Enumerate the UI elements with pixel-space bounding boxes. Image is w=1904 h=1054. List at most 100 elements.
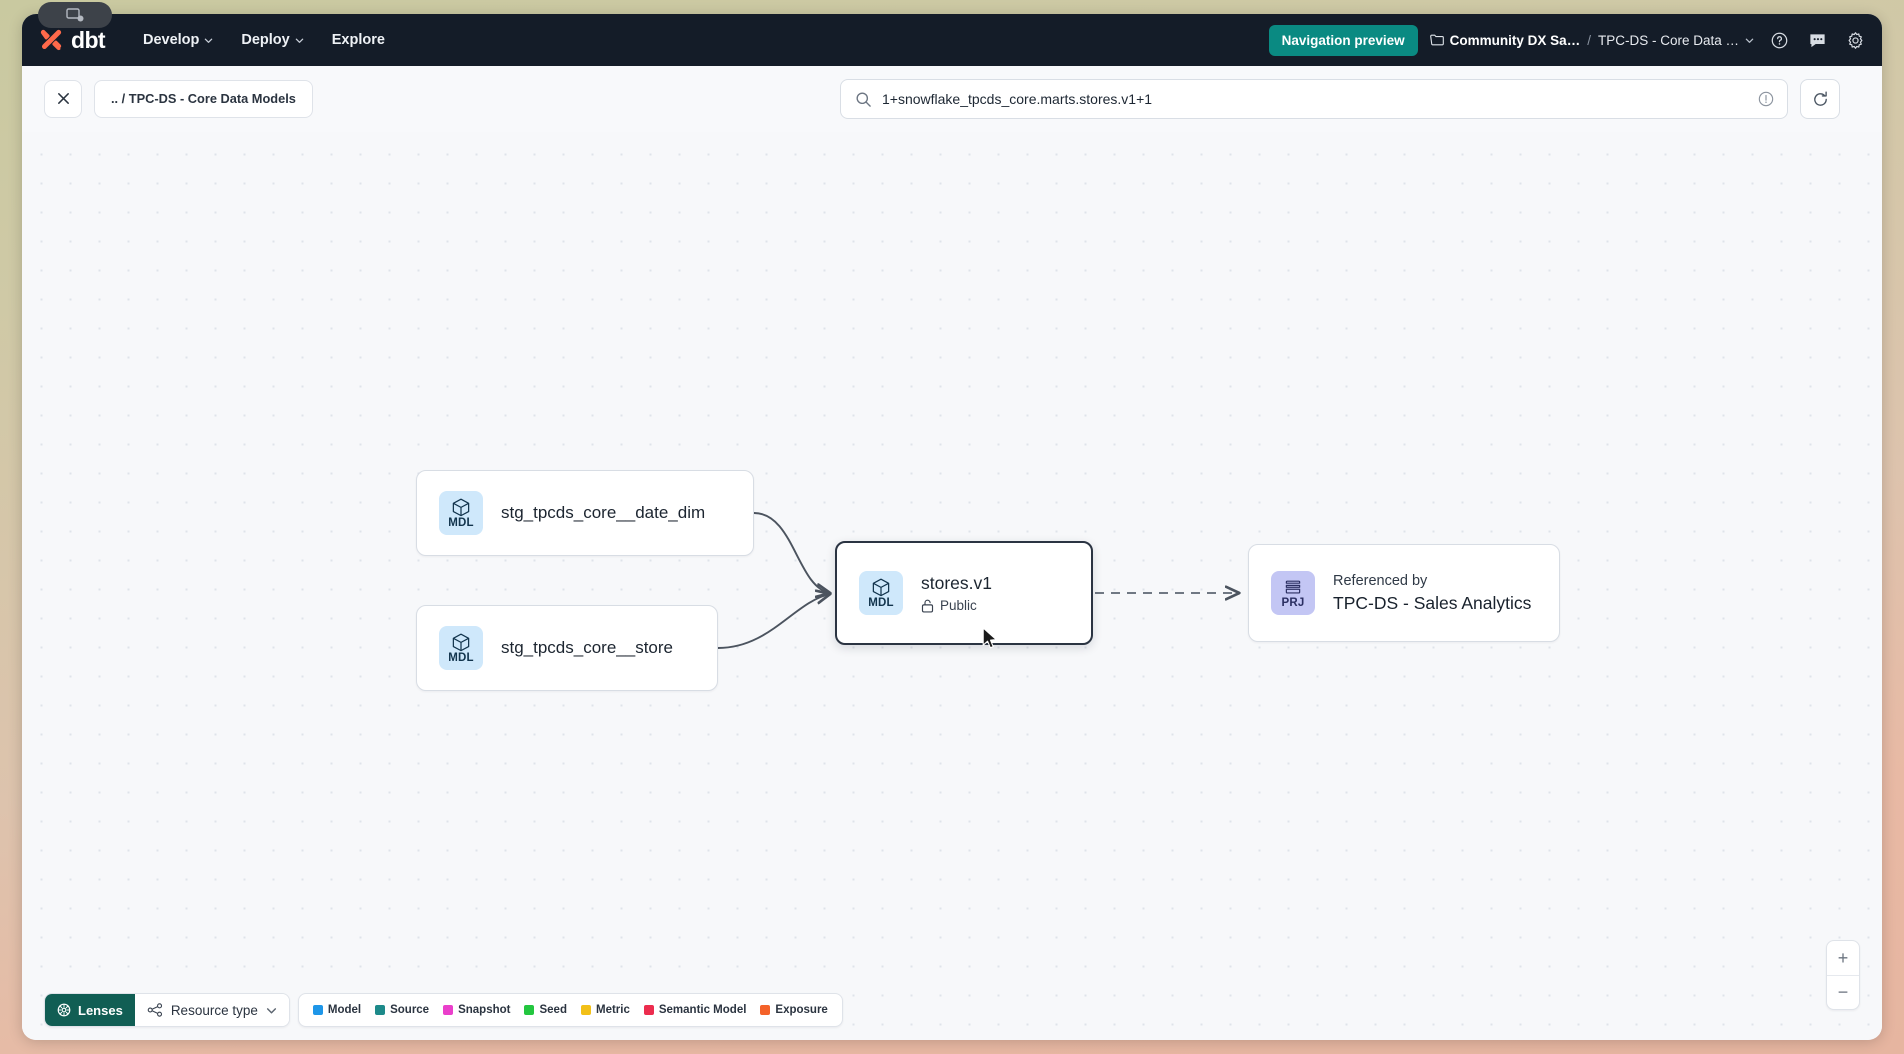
recording-indicator-pill[interactable] xyxy=(38,2,112,28)
lineage-bottom-bar: Lenses Resource type xyxy=(22,940,1882,1040)
zoom-in-button[interactable]: + xyxy=(1837,947,1849,968)
legend-item-source[interactable]: Source xyxy=(375,1004,429,1016)
lineage-toolbar: .. / TPC-DS - Core Data Models xyxy=(22,66,1882,132)
node-kicker: Referenced by xyxy=(1333,572,1428,589)
close-icon xyxy=(57,93,69,104)
node-access-badge: Public xyxy=(921,598,992,613)
help-icon[interactable] xyxy=(1766,27,1792,53)
node-stg-tpcds-core-date-dim[interactable]: MDL stg_tpcds_core__date_dim xyxy=(416,470,754,556)
primary-nav-links: Develop Deploy Explore xyxy=(133,25,395,55)
breadcrumb-path-chip[interactable]: .. / TPC-DS - Core Data Models xyxy=(94,79,313,118)
legend-item-seed[interactable]: Seed xyxy=(524,1004,567,1016)
chevron-down-icon xyxy=(295,38,304,43)
legend-swatch xyxy=(643,1005,654,1015)
legend-label: Model xyxy=(327,1004,362,1016)
legend-label: Metric xyxy=(595,1004,630,1016)
legend-swatch xyxy=(760,1005,771,1015)
lineage-edges xyxy=(717,512,1882,649)
lineage-search-box[interactable] xyxy=(840,79,1788,119)
legend-item-snapshot[interactable]: Snapshot xyxy=(443,1004,510,1016)
nav-link-deploy[interactable]: Deploy xyxy=(231,25,313,55)
node-badge-label: MDL xyxy=(448,651,474,664)
lenses-button[interactable]: Lenses xyxy=(45,994,135,1026)
folder-icon xyxy=(1429,34,1444,46)
legend-item-model[interactable]: Model xyxy=(312,1004,362,1016)
dbt-logo-icon xyxy=(38,27,64,53)
legend-label: Exposure xyxy=(775,1004,828,1016)
zoom-out-button[interactable]: − xyxy=(1827,975,1859,1009)
legend-item-exposure[interactable]: Exposure xyxy=(760,1004,828,1016)
node-body: stores.v1 Public xyxy=(921,573,992,613)
refresh-icon xyxy=(1813,90,1827,106)
legend-label: Seed xyxy=(539,1004,567,1016)
node-referenced-by-project[interactable]: PRJ Referenced by TPC-DS - Sales Analyti… xyxy=(1248,544,1560,642)
cube-icon xyxy=(872,578,890,596)
legend-swatch xyxy=(312,1005,323,1015)
legend-item-metric[interactable]: Metric xyxy=(580,1004,630,1016)
legend-swatch xyxy=(375,1005,386,1015)
top-navigation-bar: dbt Develop Deploy Explore Navigation pr… xyxy=(22,14,1882,66)
edge-date-dim-to-stores xyxy=(753,512,830,593)
brand-name: dbt xyxy=(71,26,106,53)
node-access-label: Public xyxy=(940,598,977,613)
breadcrumb-account[interactable]: Community DX Sa… xyxy=(1429,32,1581,48)
breadcrumb-account-label: Community DX Sa… xyxy=(1449,32,1581,48)
nav-link-develop[interactable]: Develop xyxy=(133,25,223,55)
node-badge-label: MDL xyxy=(868,596,894,609)
chevron-down-icon xyxy=(205,38,213,43)
search-input[interactable] xyxy=(882,91,1747,107)
settings-icon[interactable] xyxy=(1842,27,1868,53)
node-body: stg_tpcds_core__date_dim xyxy=(501,503,705,523)
legend-label: Semantic Model xyxy=(658,1004,747,1016)
resource-type-filter-button[interactable]: Resource type xyxy=(134,994,289,1026)
resource-type-label: Resource type xyxy=(170,1002,258,1018)
lineage-canvas[interactable]: MDL stg_tpcds_core__date_dim MDL stg_tpc… xyxy=(22,132,1882,1040)
node-badge-mdl: MDL xyxy=(439,491,483,535)
breadcrumb-project[interactable]: TPC-DS - Core Data … xyxy=(1598,33,1754,48)
resource-type-legend: Model Source Snapshot Seed xyxy=(297,993,843,1027)
breadcrumb-project-label: TPC-DS - Core Data … xyxy=(1597,32,1739,48)
unlock-icon xyxy=(921,599,934,613)
nodes-icon xyxy=(147,1003,162,1017)
node-badge-prj: PRJ xyxy=(1271,571,1315,615)
legend-swatch xyxy=(580,1005,591,1015)
legend-item-semantic-model[interactable]: Semantic Model xyxy=(643,1004,747,1016)
breadcrumb: Community DX Sa… / TPC-DS - Core Data … xyxy=(1429,32,1754,48)
legend-swatch xyxy=(524,1005,535,1015)
cube-icon xyxy=(452,633,470,651)
navigation-preview-button[interactable]: Navigation preview xyxy=(1268,24,1418,56)
screen-share-icon xyxy=(66,8,84,22)
node-badge-label: PRJ xyxy=(1281,596,1305,609)
info-circle-icon[interactable] xyxy=(1757,90,1775,108)
lens-icon xyxy=(57,1003,71,1017)
node-badge-mdl: MDL xyxy=(859,571,903,615)
node-body: Referenced by TPC-DS - Sales Analytics xyxy=(1333,573,1531,614)
nav-link-explore[interactable]: Explore xyxy=(322,25,395,55)
node-badge-label: MDL xyxy=(448,516,474,529)
top-bar-right-group: Navigation preview Community DX Sa… / TP… xyxy=(1268,24,1868,56)
reset-lineage-button[interactable] xyxy=(1800,79,1840,119)
feedback-icon[interactable] xyxy=(1804,27,1830,53)
node-title: stg_tpcds_core__date_dim xyxy=(501,503,706,522)
lens-control-group: Lenses Resource type xyxy=(44,993,290,1027)
legend-label: Source xyxy=(390,1004,430,1016)
nav-link-develop-label: Develop xyxy=(142,32,200,48)
node-title: stores.v1 xyxy=(921,573,992,593)
node-badge-mdl: MDL xyxy=(439,626,483,670)
nav-link-explore-label: Explore xyxy=(331,32,385,48)
zoom-controls: + − xyxy=(1826,940,1860,1010)
lineage-search-group xyxy=(840,79,1840,119)
legend-label: Snapshot xyxy=(458,1004,511,1016)
node-title: TPC-DS - Sales Analytics xyxy=(1333,592,1532,613)
node-body: stg_tpcds_core__store xyxy=(501,638,673,658)
lenses-button-label: Lenses xyxy=(78,1002,123,1018)
close-lineage-button[interactable] xyxy=(44,79,82,118)
node-stores-v1[interactable]: MDL stores.v1 Public xyxy=(835,541,1093,645)
dbt-logo[interactable]: dbt xyxy=(38,26,106,54)
breadcrumb-separator: / xyxy=(1587,32,1591,48)
nav-link-deploy-label: Deploy xyxy=(241,32,290,48)
application-window: dbt Develop Deploy Explore Navigation pr… xyxy=(22,14,1882,1040)
legend-swatch xyxy=(443,1005,454,1015)
node-stg-tpcds-core-store[interactable]: MDL stg_tpcds_core__store xyxy=(416,605,718,691)
